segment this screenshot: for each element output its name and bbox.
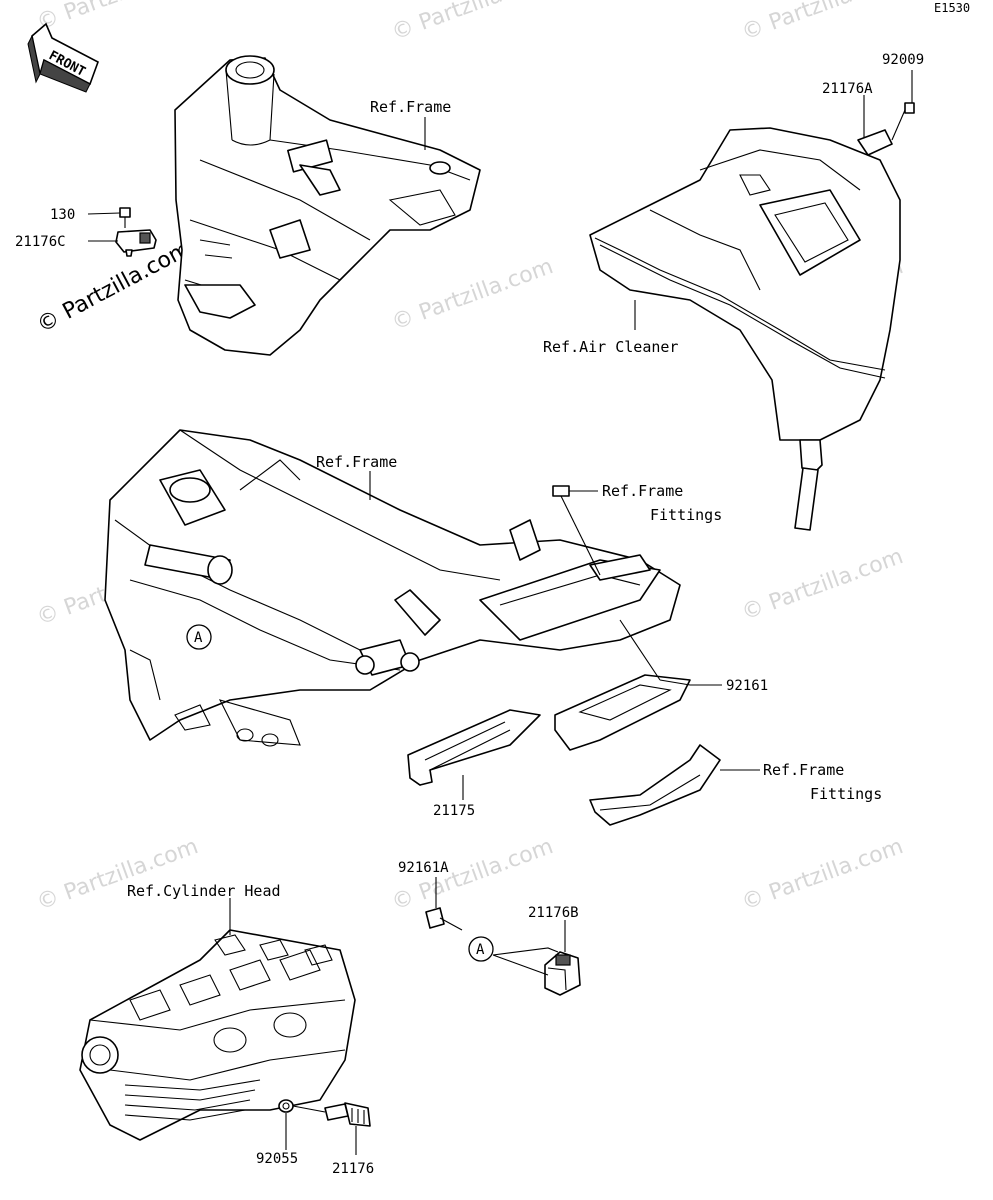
watermark-dark: © Partzilla.com [33,237,195,339]
washer-92055 [278,1099,294,1113]
cylinder-head-drawing [79,929,356,1141]
ref-frame-fittings-2-line1: Ref.Frame [763,761,844,779]
ecu-cover-92161 [554,674,691,751]
ref-air-cleaner: Ref.Air Cleaner [543,338,678,356]
watermark: © Partzilla.com [34,0,202,36]
front-arrow-icon: FRONT [27,22,99,93]
part-number-21175[interactable]: 21175 [433,803,475,819]
bolt-92161a [425,907,463,931]
part-number-92055[interactable]: 92055 [256,1151,298,1167]
frame-fittings-bracket [589,744,721,826]
frame-head-drawing [174,55,481,356]
ecu-21175 [407,709,541,786]
ref-frame-mid: Ref.Frame [316,453,397,471]
watermark: © Partzilla.com [739,834,907,916]
frame-main-drawing [104,429,681,747]
ref-frame-fittings-2-line2: Fittings [810,785,882,803]
ref-frame-fittings-1-line1: Ref.Frame [602,482,683,500]
part-number-21176a[interactable]: 21176A [822,81,873,97]
part-number-21176b[interactable]: 21176B [528,905,579,921]
part-number-92161a[interactable]: 92161A [398,860,449,876]
part-number-21176c[interactable]: 21176C [15,234,66,250]
callout-a-sensor: A [468,936,494,962]
sensor-21176c [115,207,157,257]
air-cleaner-drawing [589,102,915,531]
ref-frame-top: Ref.Frame [370,98,451,116]
part-number-92161[interactable]: 92161 [726,678,768,694]
callout-a-label: A [194,630,203,646]
leader-line [492,947,559,976]
sensor-21176 [292,1102,371,1127]
part-number-130[interactable]: 130 [50,207,75,223]
watermark: © Partzilla.com [389,254,557,336]
leader-line [619,619,691,686]
watermark: © Partzilla.com [34,834,202,916]
part-number-92009[interactable]: 92009 [882,52,924,68]
callout-a-frame: A [186,624,212,650]
sensor-21176b [544,951,581,996]
callout-a-label: A [476,942,485,958]
ref-frame-fittings-1-line2: Fittings [650,506,722,524]
watermark: © Partzilla.com [739,0,907,46]
watermark: © Partzilla.com [739,544,907,626]
part-number-21176[interactable]: 21176 [332,1161,374,1177]
leader-line [87,212,121,215]
diagram-code: E1530 [934,1,970,15]
watermark: © Partzilla.com [389,0,557,46]
ref-cylinder-head: Ref.Cylinder Head [127,882,281,900]
